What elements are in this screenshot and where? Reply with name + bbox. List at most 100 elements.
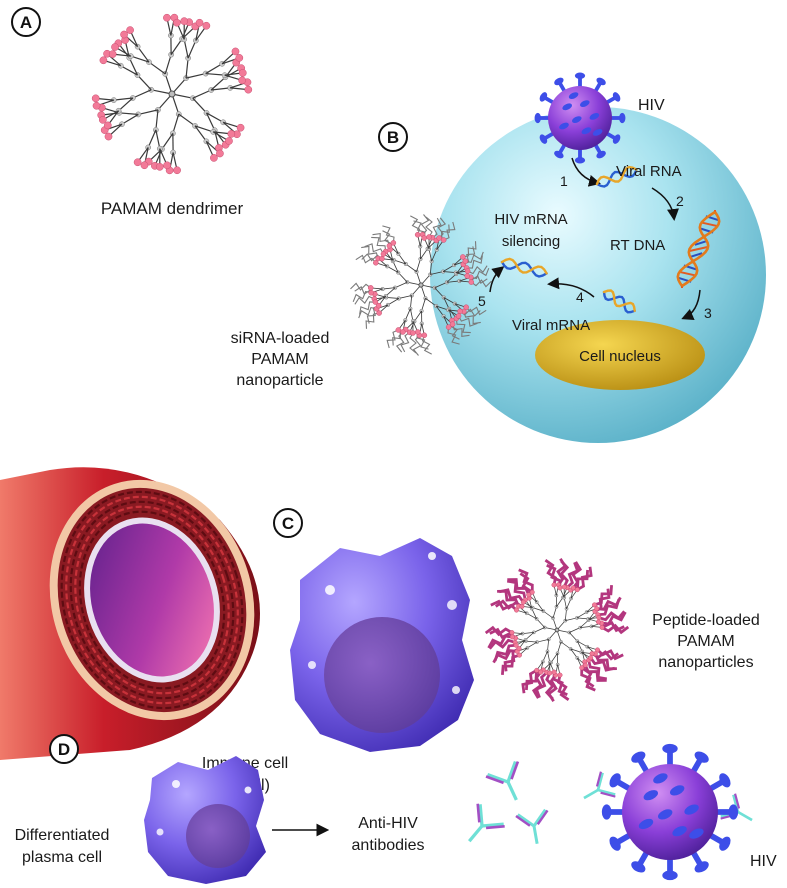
dendrimer-surface-group xyxy=(92,101,101,110)
dna-base-pair xyxy=(689,246,708,252)
peptide-loaded-nanoparticle xyxy=(484,558,630,702)
dendrimer-surface-group xyxy=(599,624,605,630)
antibody-icon xyxy=(515,808,549,844)
dendrimer-surface-group xyxy=(520,599,526,605)
vessel-layer-ring xyxy=(74,505,230,695)
panel-b-badge xyxy=(378,122,408,152)
vessel-lumen xyxy=(90,523,214,677)
panel-d-letter: D xyxy=(58,740,70,759)
dendrimer-surface-group xyxy=(163,161,171,170)
dendrimer-surface-group xyxy=(163,13,171,22)
dendrimer-branch xyxy=(137,74,152,91)
sirna-duplex xyxy=(500,260,548,278)
dendrimer-surface-group xyxy=(210,154,218,162)
panel-d: D Differentiated plasma cell Anti-HIV an… xyxy=(15,734,777,884)
dendrimer-branch xyxy=(443,297,455,305)
dendrimer-cargo xyxy=(596,648,624,661)
dendrimer-surface-group xyxy=(588,655,594,661)
virus-surface-protein xyxy=(589,113,600,120)
dendrimer-branch xyxy=(560,641,571,650)
dendrimer-surface-group xyxy=(180,17,189,26)
dendrimer-branch xyxy=(580,626,592,629)
immune-cell-vesicle xyxy=(428,552,436,560)
dendrimer-surface-group xyxy=(464,273,471,279)
panel-d-badge xyxy=(49,734,79,764)
virus-spike-tip xyxy=(694,751,709,763)
dendrimer-cargo xyxy=(421,335,432,355)
dendrimer-branch xyxy=(392,260,399,273)
dendrimer-surface-group xyxy=(594,606,600,612)
dendrimer-surface-group xyxy=(592,602,597,608)
antibodies-label-line1: Anti-HIV xyxy=(358,815,418,832)
rna-strand xyxy=(595,165,638,186)
dendrimer-surface-group xyxy=(244,85,253,94)
dendrimer-cargo xyxy=(447,327,460,345)
cell-nucleus xyxy=(535,320,705,390)
dendrimer-cargo xyxy=(354,295,375,305)
dendrimer-branch xyxy=(172,113,180,134)
dendrimer-cargo xyxy=(571,561,583,589)
dendrimer-surface-group xyxy=(386,243,393,249)
dendrimer-cargo xyxy=(458,315,478,327)
dendrimer-cargo xyxy=(425,216,433,238)
dendrimer-branch xyxy=(171,77,187,95)
dendrimer-cargo xyxy=(455,318,471,334)
mrna-strand xyxy=(602,289,636,312)
panel-c-badge xyxy=(273,508,303,538)
antibody-light-chain xyxy=(600,791,616,798)
dendrimer-cargo xyxy=(587,659,608,681)
dendrimer-cargo xyxy=(466,255,483,269)
pamam-dendrimer-caption: PAMAM dendrimer xyxy=(101,199,244,218)
dendrimer-branch xyxy=(393,259,406,265)
dendrimer-surface-group xyxy=(225,137,233,145)
dendrimer-branch xyxy=(579,619,589,628)
dendrimer-cargo xyxy=(534,671,548,699)
panel-b: B Cell nucleus HIV 1 2 3 4 5 Viral RNA R… xyxy=(231,72,766,443)
virus-surface-protein xyxy=(568,92,579,99)
virus-spike-tip xyxy=(662,870,678,881)
dendrimer-branch xyxy=(206,112,224,123)
viral-rna-label: Viral RNA xyxy=(616,163,682,180)
dendrimer-branch xyxy=(404,308,411,321)
dendrimer-cargo xyxy=(576,566,593,591)
dendrimer-cargo xyxy=(544,672,555,700)
virus-spike-tip xyxy=(609,773,621,788)
dendrimer-surface-group xyxy=(517,652,522,658)
dendrimer-branch xyxy=(443,297,450,310)
dendrimer-branch xyxy=(128,57,139,76)
dendrimer-branch xyxy=(425,297,437,307)
dendrimer-branch xyxy=(119,112,139,116)
dendrimer-surface-group xyxy=(570,585,576,591)
dendrimer-cargo xyxy=(410,215,421,235)
dendrimer-branch xyxy=(434,287,445,298)
dendrimer-branch xyxy=(531,608,537,619)
panel-c: C Immune cell (B cell) Peptide-loaded PA… xyxy=(0,467,760,794)
step-4-arrow xyxy=(547,277,595,298)
dendrimer-branch xyxy=(385,287,396,297)
dendrimer-branch xyxy=(525,640,538,643)
step-3-label: 3 xyxy=(704,305,712,321)
dendrimer-cargo xyxy=(372,232,390,246)
dendrimer-surface-group xyxy=(400,329,406,335)
dendrimer-surface-group xyxy=(464,268,471,274)
virus-spike-tip xyxy=(539,92,548,102)
dendrimer-node xyxy=(203,110,210,116)
vessel-layer-ring xyxy=(60,490,244,710)
antibody-light-chain xyxy=(515,814,531,827)
dendrimer-branch xyxy=(430,271,444,275)
dendrimer-branch xyxy=(431,249,438,262)
virus-surface-protein xyxy=(559,122,569,130)
dendrimer-branch xyxy=(576,617,589,620)
virus-spike-tip xyxy=(612,92,621,102)
sirna-nanoparticle-label-line3: nanoparticle xyxy=(236,372,323,389)
antibody-group xyxy=(468,760,753,844)
dendrimer-cargo xyxy=(601,623,630,635)
dendrimer-surface-group xyxy=(380,251,387,257)
peptide-nanoparticle-label-line2: PAMAM xyxy=(677,633,734,650)
dendrimer-branch xyxy=(386,297,399,299)
dendrimer-surface-group xyxy=(103,121,112,130)
blood-vessel-illustration xyxy=(0,467,260,760)
virus-surface-protein xyxy=(670,785,685,796)
dendrimer-branch xyxy=(170,38,183,55)
dendrimer-surface-group xyxy=(372,299,379,305)
